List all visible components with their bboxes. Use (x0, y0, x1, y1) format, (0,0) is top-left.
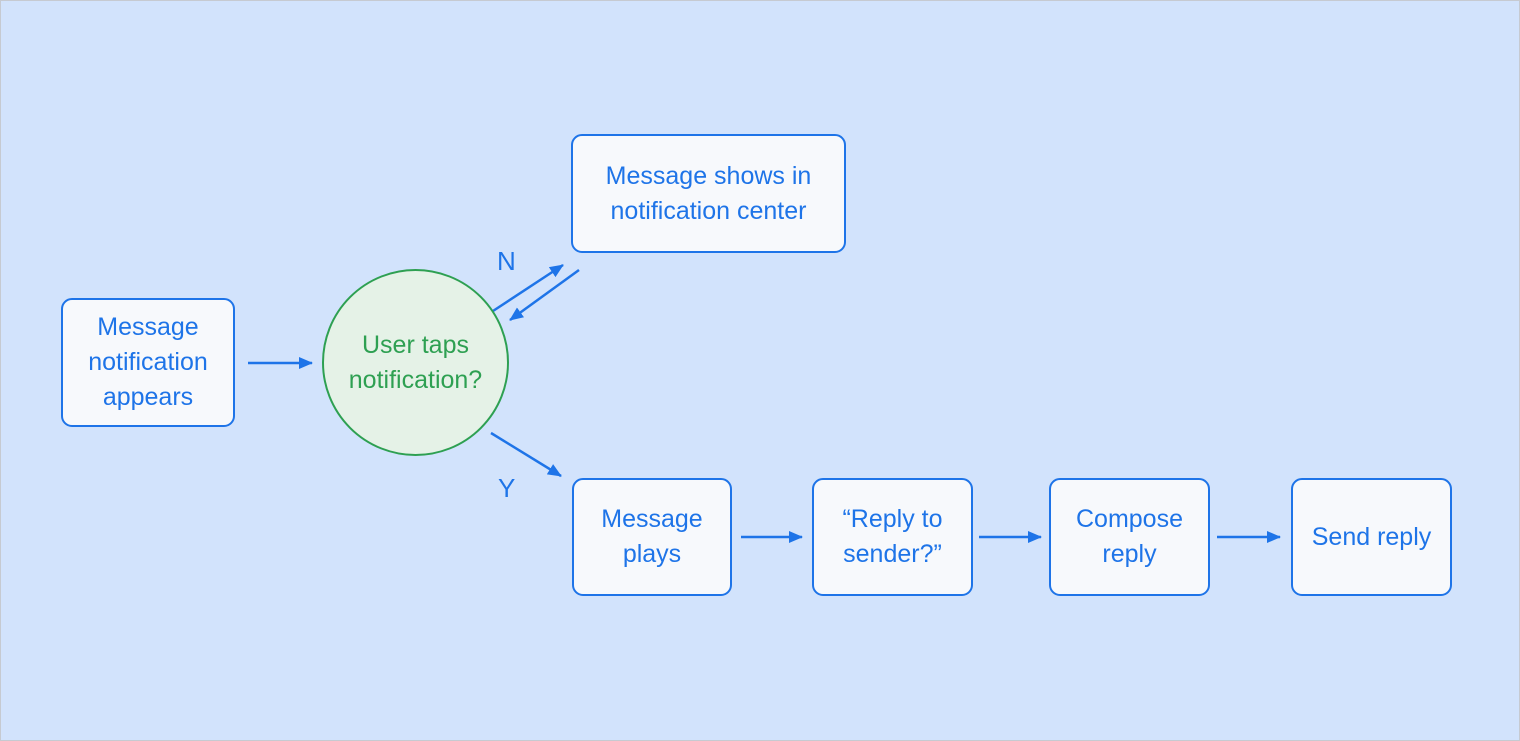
start-node-label: Message notification appears (88, 313, 208, 411)
message-plays-node-label: Message plays (601, 505, 703, 568)
compose-reply-node: Compose reply (1049, 478, 1210, 596)
message-plays-node: Message plays (572, 478, 732, 596)
reply-to-sender-node-label: “Reply to sender?” (842, 505, 943, 568)
edge-label-no: N (497, 246, 516, 276)
send-reply-node: Send reply (1291, 478, 1452, 596)
send-reply-node-label: Send reply (1311, 522, 1432, 551)
decision-node: User taps notification? (322, 269, 509, 456)
arrow-notification-center-to-decision (509, 268, 580, 322)
start-node: Message notification appears (61, 298, 235, 427)
notification-center-node-label: Message shows in notification center (605, 161, 812, 225)
decision-node-label: User taps notification? (348, 330, 483, 394)
edge-label-yes: Y (498, 473, 516, 503)
compose-reply-node-label: Compose reply (1076, 505, 1183, 568)
arrow-decision-to-message-plays (490, 431, 562, 478)
notification-center-node: Message shows in notification center (571, 134, 846, 253)
reply-to-sender-node: “Reply to sender?” (812, 478, 973, 596)
